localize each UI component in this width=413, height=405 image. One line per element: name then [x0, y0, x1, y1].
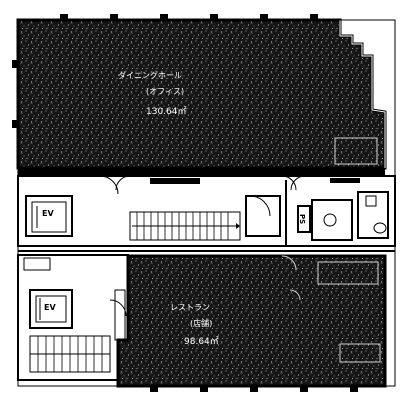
- upper-elevator-box: [25, 195, 73, 237]
- upper-room-area: [16, 18, 387, 170]
- lower-stair: [29, 335, 111, 373]
- upper-stair: [129, 211, 241, 241]
- lower-elevator-box: [29, 289, 73, 329]
- lower-room-area: [116, 254, 387, 388]
- upper-service-core: [245, 180, 389, 246]
- floor-divider: [18, 245, 395, 252]
- lower-core: [17, 254, 129, 381]
- window-mullions: [12, 14, 358, 392]
- upper-corridor: [17, 168, 396, 247]
